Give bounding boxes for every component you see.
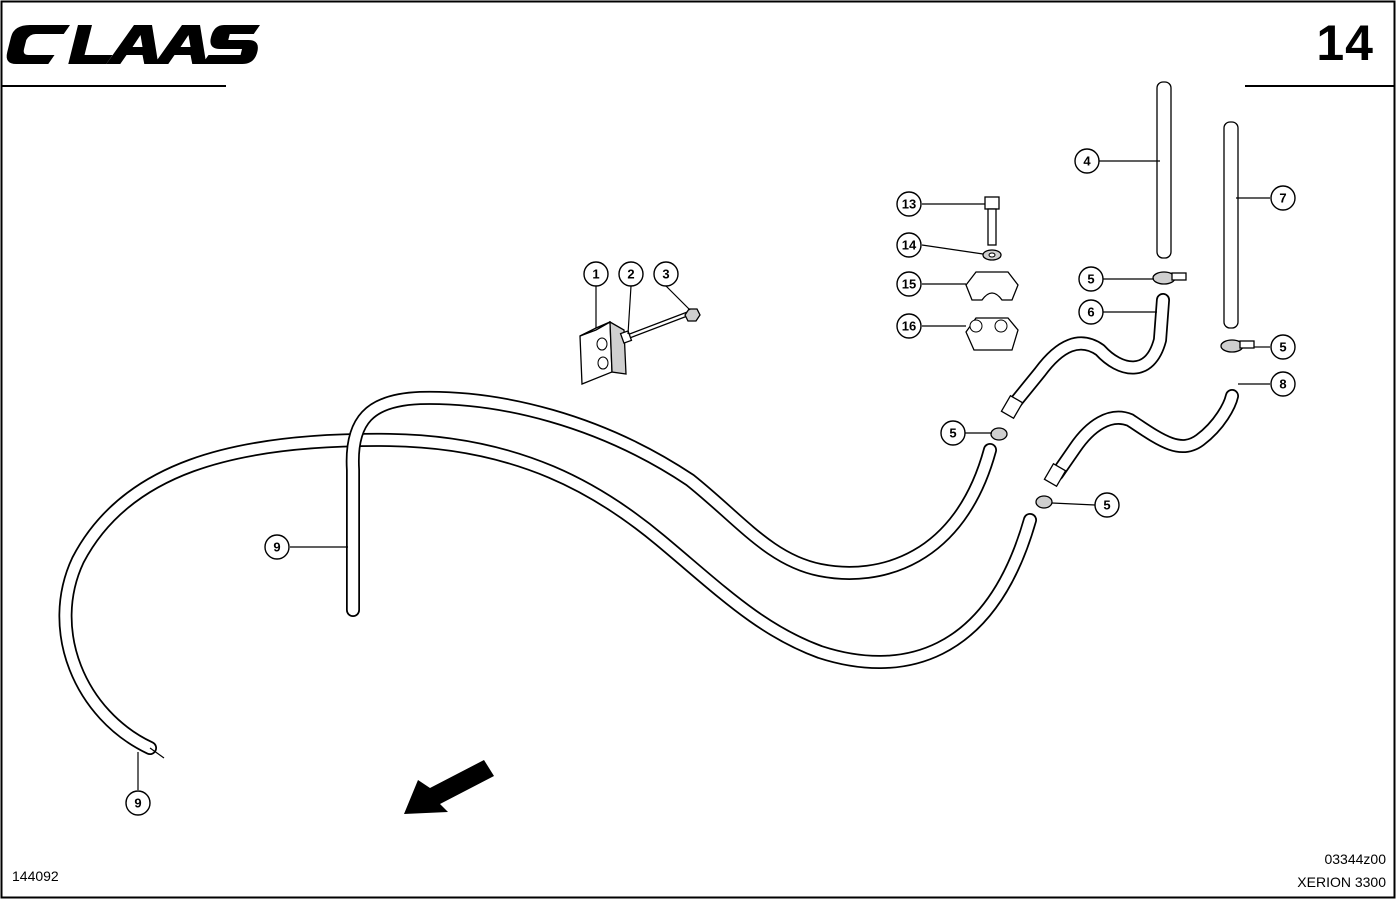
direction-arrow-icon — [404, 760, 494, 814]
callout-6: 6 — [1078, 299, 1104, 325]
clamp-half-16 — [965, 317, 1019, 351]
reference-code: 03344z00 — [1324, 851, 1386, 867]
hose-clamp-top-1 — [1152, 271, 1187, 285]
svg-text:8: 8 — [1279, 377, 1286, 392]
svg-text:5: 5 — [1279, 340, 1286, 355]
svg-text:4: 4 — [1083, 154, 1091, 169]
svg-text:14: 14 — [902, 238, 917, 253]
svg-text:9: 9 — [134, 796, 141, 811]
hose-9-long — [58, 432, 1037, 759]
clamp-half-15 — [965, 271, 1019, 301]
drawing-number: 144092 — [12, 868, 59, 884]
svg-text:16: 16 — [902, 319, 916, 334]
svg-text:7: 7 — [1279, 191, 1286, 206]
callout-4: 4 — [1074, 148, 1100, 174]
callout-7: 7 — [1270, 185, 1296, 211]
callout-14: 14 — [896, 232, 922, 258]
callout-2: 2 — [618, 261, 644, 287]
callout-3: 3 — [653, 261, 679, 287]
svg-text:5: 5 — [1103, 498, 1110, 513]
callout-9-upper: 9 — [264, 534, 290, 560]
hose-clamp-mid-2 — [1035, 495, 1053, 509]
hose-9-upper — [345, 390, 997, 617]
model-name: XERION 3300 — [1297, 874, 1386, 890]
hose-clamp-mid-1 — [990, 427, 1008, 441]
claas-logo-icon — [6, 25, 260, 64]
svg-text:15: 15 — [902, 277, 916, 292]
hose-fitting-6 — [1000, 394, 1024, 420]
svg-text:5: 5 — [1087, 272, 1094, 287]
svg-text:1: 1 — [592, 267, 599, 282]
svg-text:13: 13 — [902, 197, 916, 212]
callout-15: 15 — [896, 271, 922, 297]
callout-5-upper-right: 5 — [1270, 334, 1296, 360]
leader-lines — [137, 160, 1270, 790]
page-number: 14 — [1316, 15, 1374, 71]
callout-1: 1 — [583, 261, 609, 287]
bolt-13 — [984, 196, 1000, 246]
svg-text:2: 2 — [627, 267, 634, 282]
svg-text:5: 5 — [949, 426, 956, 441]
callout-9-lower: 9 — [125, 790, 151, 816]
nut-3 — [684, 308, 701, 322]
callout-8: 8 — [1270, 371, 1296, 397]
hose-6 — [1007, 293, 1170, 411]
pipe-4 — [1156, 81, 1172, 259]
callout-5-lower-right: 5 — [1094, 492, 1120, 518]
svg-text:9: 9 — [273, 540, 280, 555]
svg-text:6: 6 — [1087, 305, 1094, 320]
callout-5-lower-left: 5 — [940, 420, 966, 446]
svg-text:3: 3 — [662, 267, 669, 282]
hose-8 — [1050, 389, 1239, 481]
hose-clamp-top-2 — [1220, 339, 1255, 353]
bolt-2 — [619, 310, 691, 344]
callout-13: 13 — [896, 191, 922, 217]
washer-14 — [982, 249, 1002, 261]
clamp-block-1 — [579, 320, 627, 385]
hose-fitting-8 — [1043, 462, 1067, 488]
pipe-7 — [1223, 121, 1239, 329]
callout-5-upper-left: 5 — [1078, 266, 1104, 292]
callout-16: 16 — [896, 313, 922, 339]
